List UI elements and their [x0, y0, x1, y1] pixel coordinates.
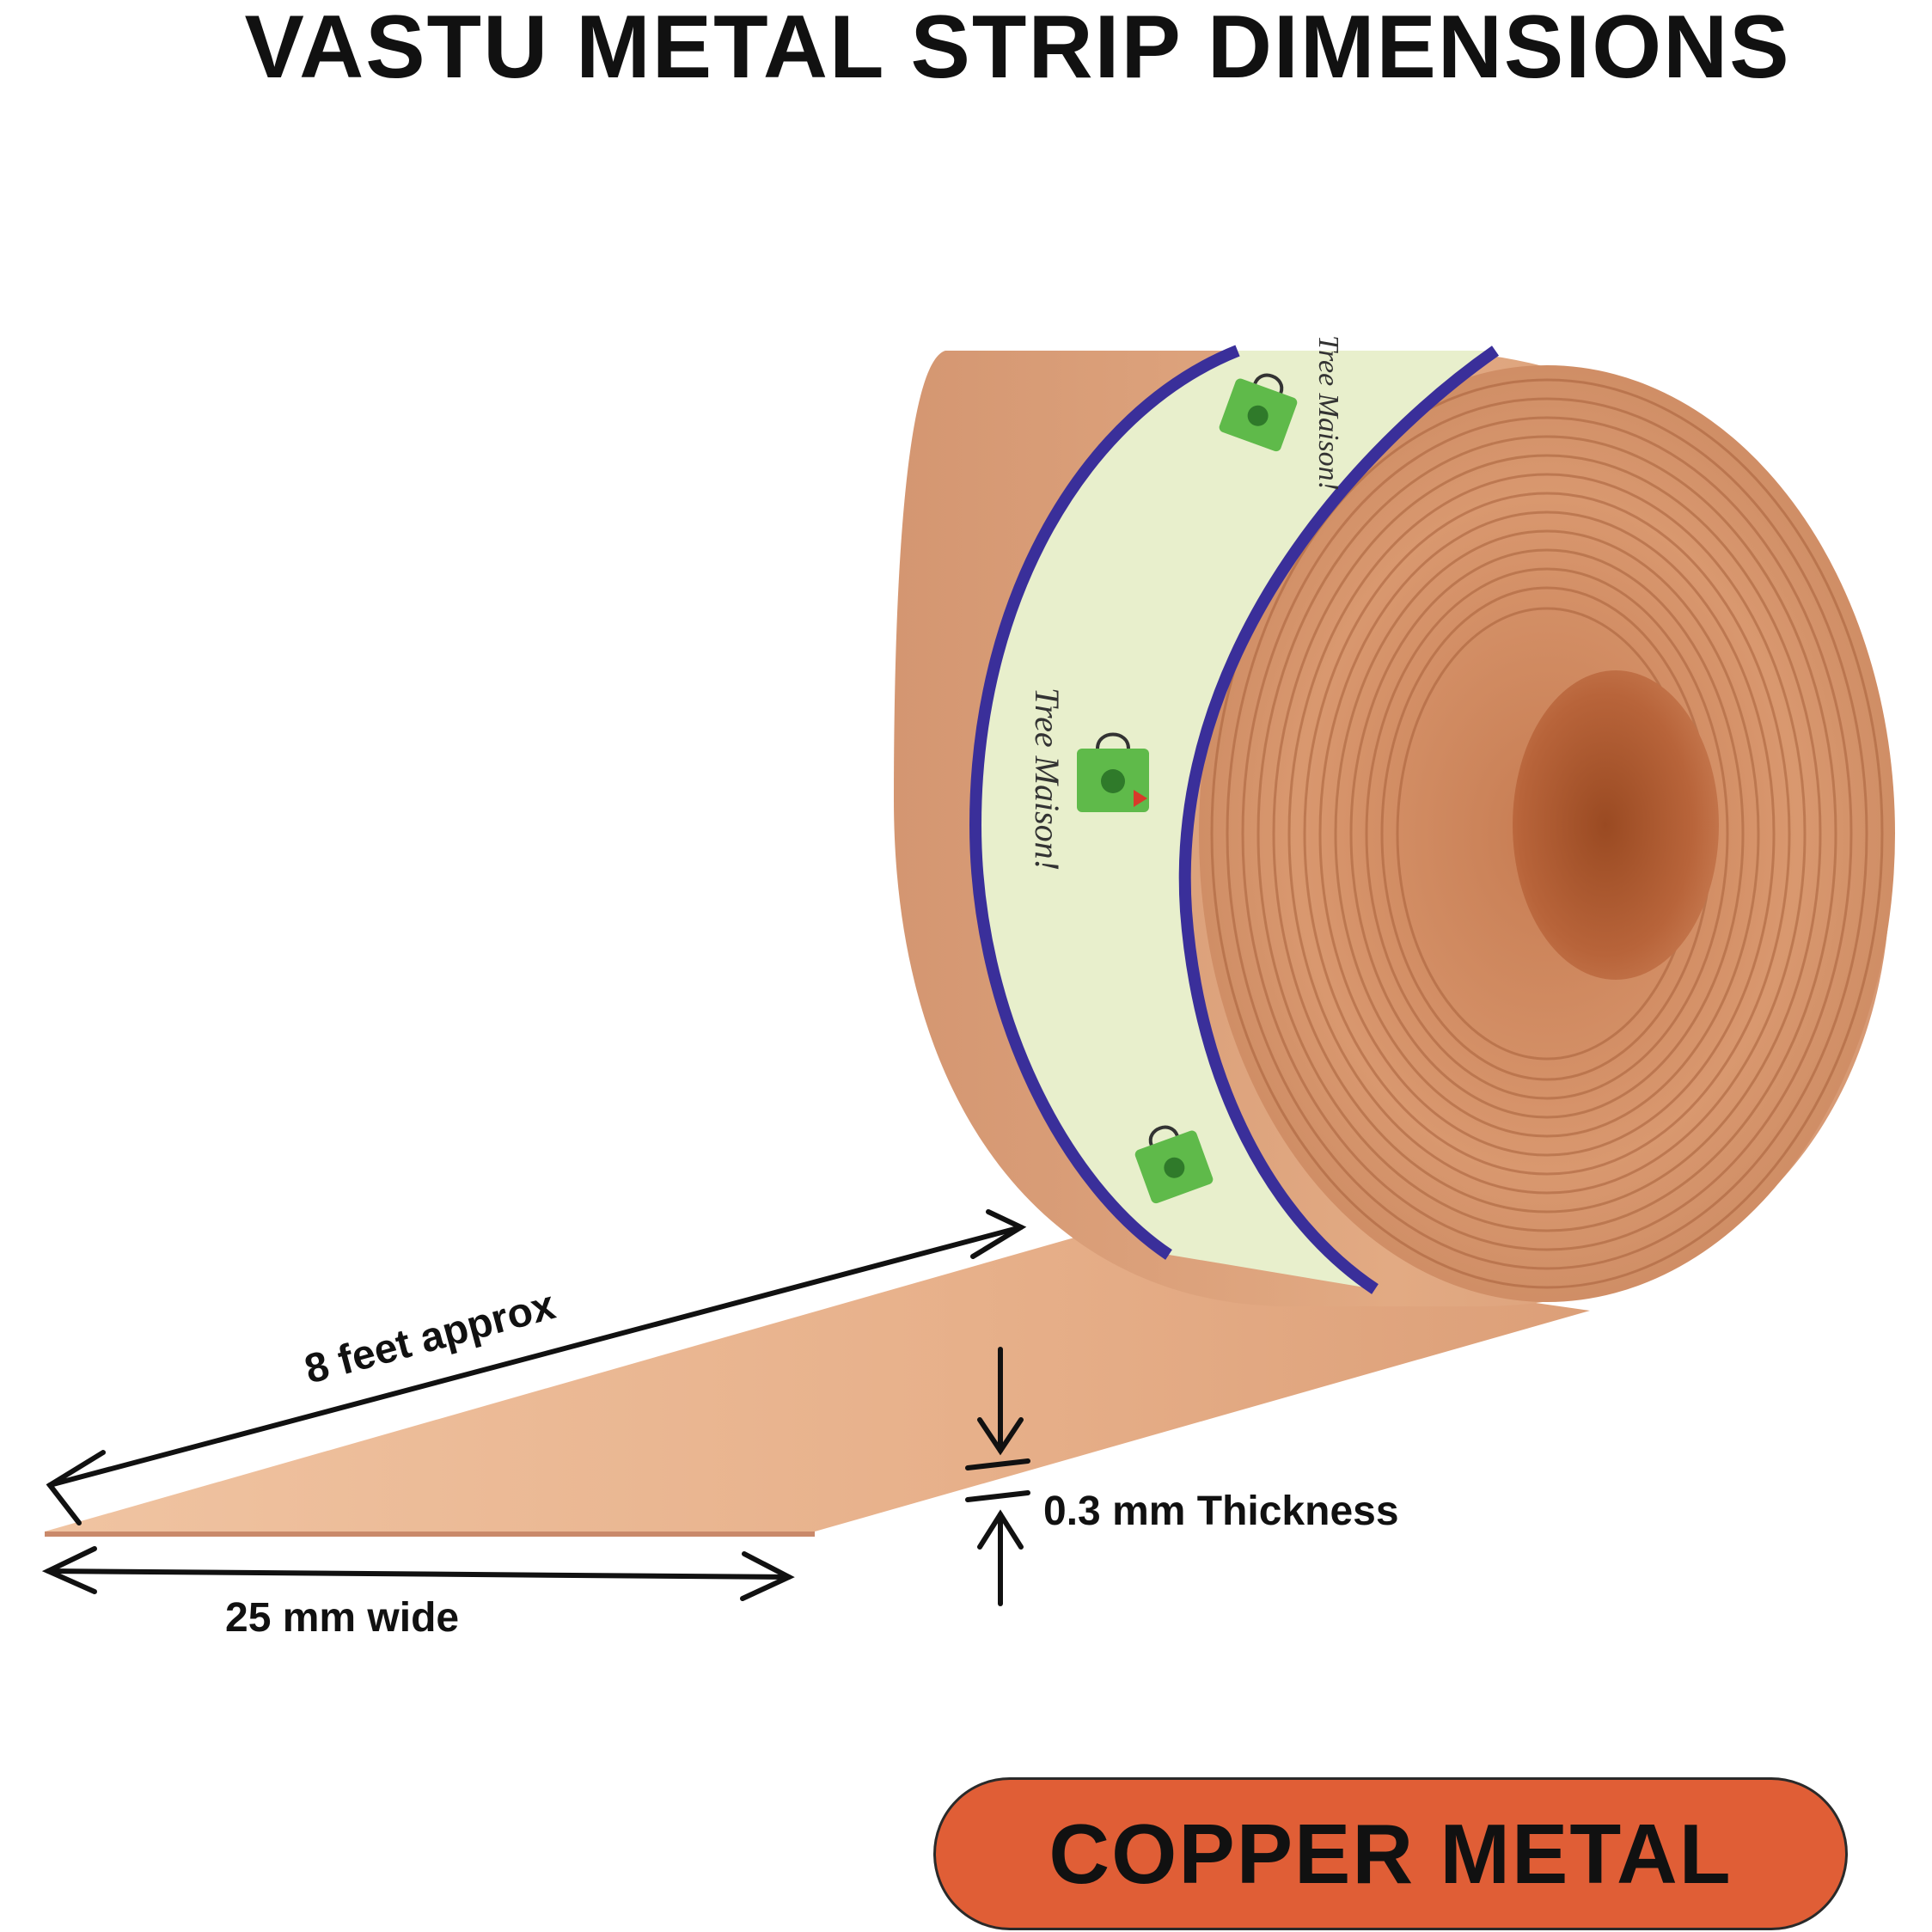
- copper-metal-badge: COPPER METAL: [933, 1777, 1848, 1930]
- roll-core-hole: [1513, 670, 1719, 980]
- svg-text:Tree Maison!: Tree Maison!: [1312, 335, 1344, 491]
- width-label: 25 mm wide: [225, 1595, 459, 1641]
- brand-text-middle: Tree Maison!: [1028, 688, 1067, 871]
- width-dimension-arrow: [41, 1546, 795, 1601]
- label-band-stripe-right: [1178, 345, 1500, 1294]
- brand-logo-bottom: [1134, 1125, 1214, 1204]
- page-title: VASTU METAL STRIP DIMENSIONS: [244, 0, 1791, 97]
- brand-logo-middle: [1077, 732, 1149, 812]
- length-dimension-arrow: [46, 1209, 1027, 1525]
- label-band-stripe-left: [969, 345, 1240, 1260]
- roll-rings: [1210, 378, 1884, 1289]
- unrolled-strip-edge: [45, 1532, 815, 1537]
- label-band: [975, 351, 1495, 1289]
- thickness-label: 0.3 mm Thickness: [1043, 1489, 1399, 1534]
- thickness-dimension-arrow: [965, 1347, 1030, 1606]
- unrolled-strip: [45, 1238, 1590, 1532]
- brand-logo-top: Tree Maison!: [1219, 335, 1344, 491]
- length-label: 8 feet approx: [300, 1282, 560, 1393]
